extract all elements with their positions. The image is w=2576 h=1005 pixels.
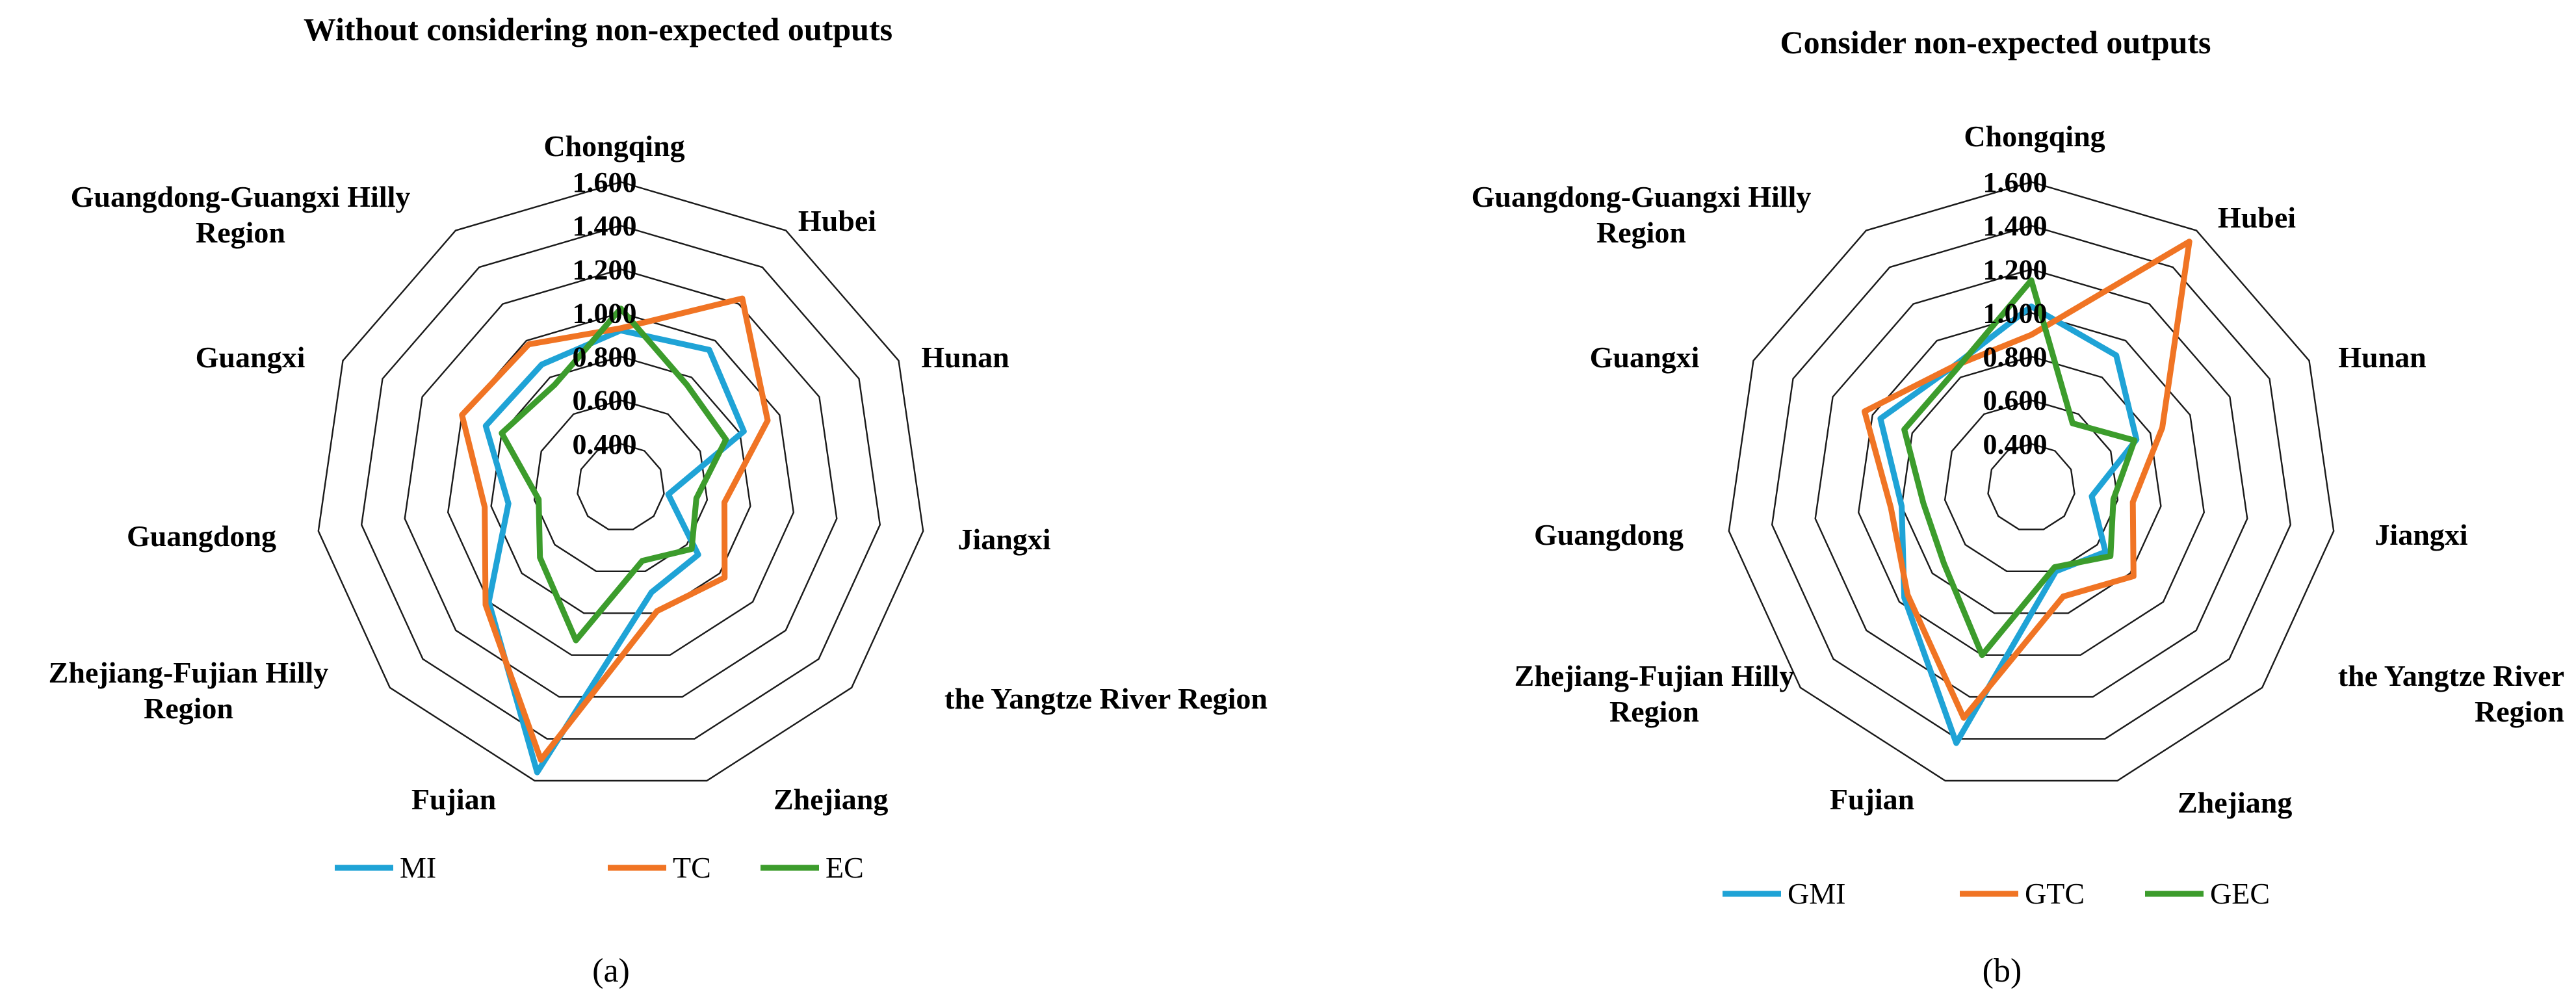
grid-ring: [360, 224, 881, 740]
category-label: Guangdong: [127, 519, 276, 553]
series-lines-a: [459, 295, 771, 776]
tick-labels-a: 0.400 0.600 0.800 1.000 1.200 1.400 1.600: [573, 166, 637, 460]
tick-label: 1.400: [1983, 210, 2048, 242]
grid-ring: [404, 268, 838, 698]
chart-title-b: Consider non-expected outputs: [1780, 24, 2211, 60]
tick-label: 0.600: [1983, 385, 2048, 417]
tick-label: 1.200: [573, 254, 637, 285]
grid-ring: [1771, 224, 2292, 740]
legend-label-tc: TC: [673, 851, 711, 884]
category-label: Hubei: [2218, 201, 2296, 234]
category-label: the Yangtze River Region: [944, 682, 1268, 715]
radar-chart-panel-a: Without considering non-expected outputs…: [49, 11, 1268, 989]
tick-label: 0.800: [1983, 341, 2048, 373]
series-line-gmi: [1877, 303, 2140, 746]
tick-label: 1.600: [573, 166, 637, 198]
radar-chart-panel-b: Consider non-expected outputs 0.400 0.600…: [1472, 24, 2564, 989]
series-line-tc: [459, 295, 771, 763]
legend-label-gmi: GMI: [1788, 877, 1845, 910]
legend-label-ec: EC: [826, 851, 864, 884]
grid-ring: [577, 443, 665, 530]
category-label: Guangdong: [1534, 518, 1684, 551]
category-label: Fujian: [1830, 783, 1914, 816]
tick-label: 0.600: [573, 385, 637, 417]
series-lines-b: [1862, 239, 2192, 746]
series-line-gtc: [1862, 239, 2192, 721]
panel-caption-a: (a): [592, 952, 630, 989]
category-label: Jiangxi: [957, 523, 1050, 556]
legend-b: GMI GTC GEC: [1723, 877, 2270, 910]
category-label: Jiangxi: [2374, 518, 2467, 551]
grid-ring: [1728, 181, 2335, 782]
grid-ring: [317, 181, 924, 782]
tick-label: 1.600: [1983, 166, 2048, 198]
tick-label: 1.000: [1983, 297, 2048, 329]
category-label: Chongqing: [543, 129, 684, 163]
series-line-ec: [499, 306, 729, 644]
tick-label: 1.400: [573, 210, 637, 242]
legend-label-gtc: GTC: [2025, 877, 2085, 910]
tick-label: 0.400: [1983, 428, 2048, 460]
tick-label: 1.200: [1983, 254, 2048, 285]
grid-ring: [1944, 399, 2119, 572]
series-line-gec: [1901, 277, 2138, 659]
tick-label: 0.400: [573, 428, 637, 460]
chart-title-a: Without considering non-expected outputs: [304, 11, 892, 47]
category-label: Zhejiang: [774, 783, 888, 816]
category-label: Guangxi: [1590, 341, 1700, 374]
grid-rings-a: [317, 181, 924, 782]
legend-label-mi: MI: [400, 851, 436, 884]
grid-ring: [533, 399, 709, 572]
category-label: Hunan: [2338, 341, 2426, 374]
category-label: Fujian: [411, 783, 496, 816]
legend-a: MI TC EC: [335, 851, 864, 884]
panel-caption-b: (b): [1983, 952, 2022, 989]
category-label: Hunan: [921, 341, 1009, 374]
grid-ring: [1987, 443, 2075, 530]
series-line-mi: [482, 327, 747, 776]
grid-ring: [1814, 268, 2248, 698]
tick-label: 1.000: [573, 297, 637, 329]
tick-labels-b: 0.400 0.600 0.800 1.000 1.200 1.400 1.600: [1983, 166, 2048, 460]
tick-label: 0.800: [573, 341, 637, 373]
legend-label-gec: GEC: [2210, 877, 2270, 910]
category-label: Hubei: [798, 204, 876, 237]
grid-rings-b: [1728, 181, 2335, 782]
category-label: Guangxi: [196, 341, 306, 374]
category-label: Chongqing: [1964, 120, 2105, 153]
category-label: Zhejiang: [2178, 786, 2292, 819]
